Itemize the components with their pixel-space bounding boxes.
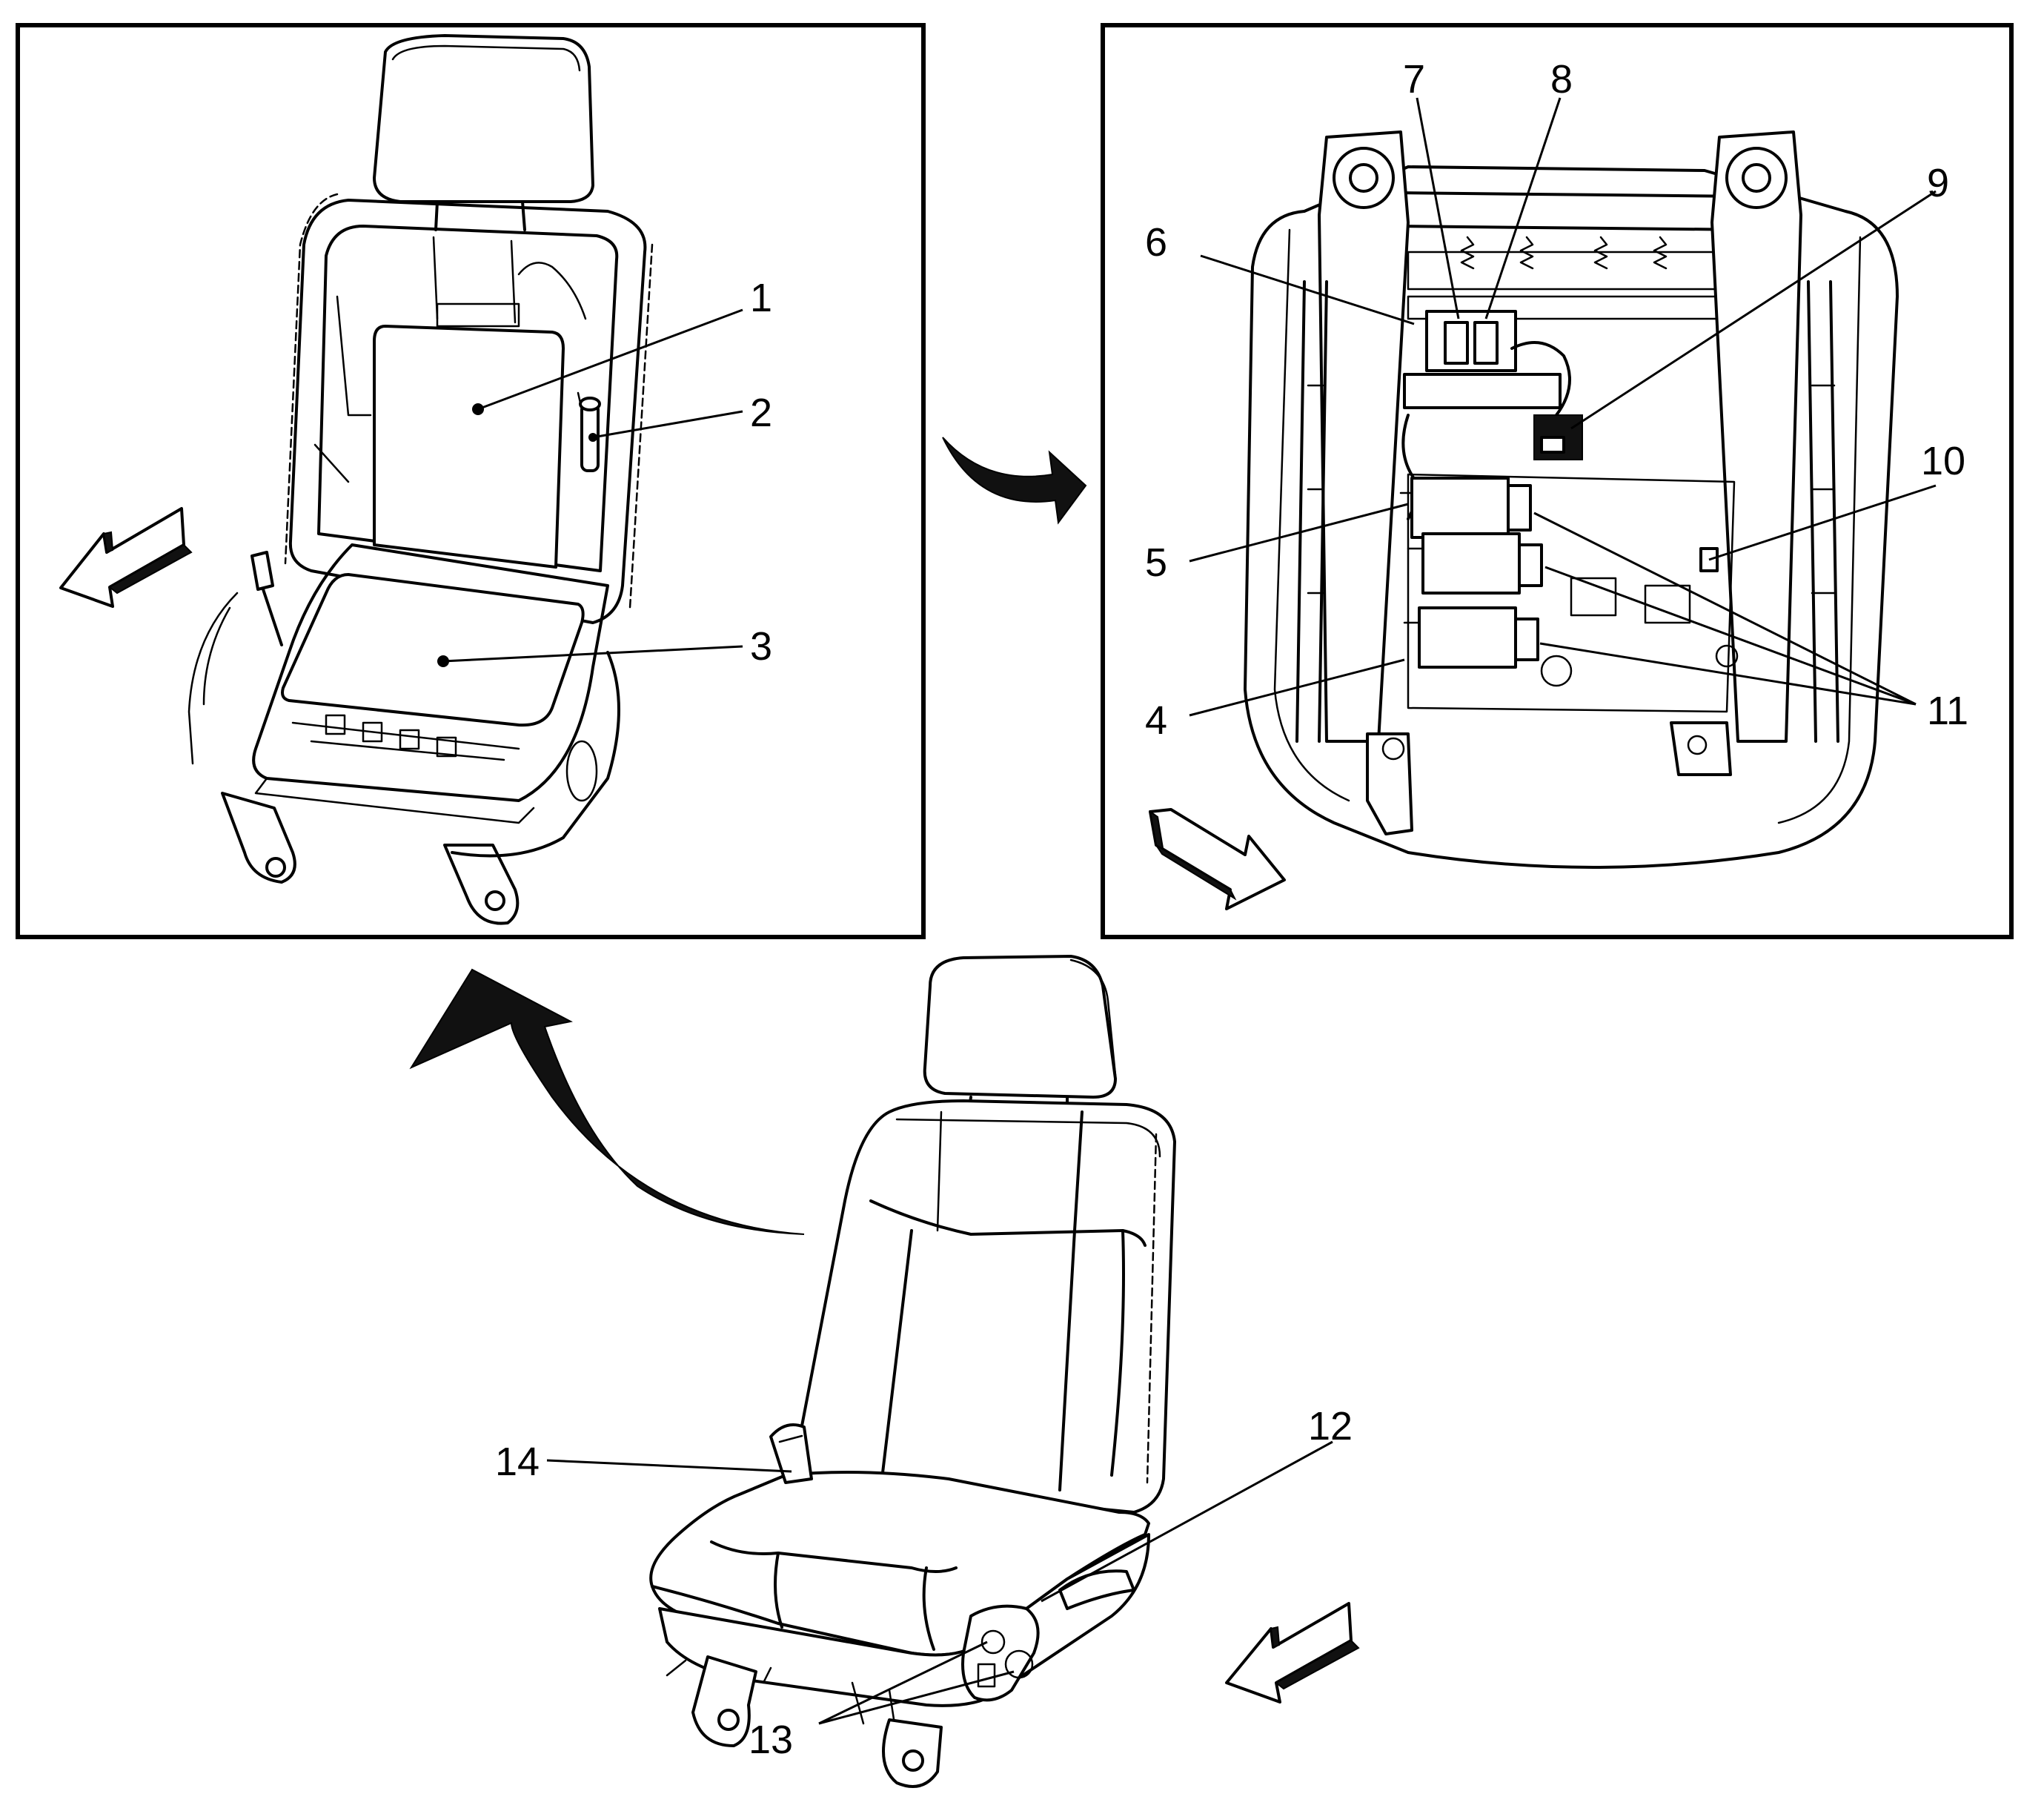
callout-8-label: 8 <box>1550 57 1573 102</box>
callout-10-leader <box>1708 484 1937 561</box>
front-direction-arrow-bottom <box>1225 1602 1360 1704</box>
right-panel-frame <box>1101 23 2014 939</box>
callout-3-label: 3 <box>750 624 772 669</box>
callout-13-leader-a <box>818 1641 988 1725</box>
callout-11-label: 11 <box>1927 689 1968 733</box>
callout-7-leader <box>1416 97 1460 320</box>
callout-11-leader-b <box>1544 566 1917 706</box>
front-direction-arrow-left: forward-direction-arrow-icon <box>59 507 193 608</box>
callout-7-label: 7 <box>1403 57 1425 102</box>
large-curved-flow-arrow <box>409 968 805 1235</box>
callout-1-label: 1 <box>750 276 772 320</box>
callout-10-label: 10 <box>1921 439 1965 483</box>
callout-4-leader <box>1189 658 1405 717</box>
callout-11-leader-c <box>1539 642 1917 706</box>
callout-1-leader <box>477 308 743 411</box>
front-direction-arrow-right <box>1149 808 1286 910</box>
callout-6-label: 6 <box>1145 220 1167 265</box>
callout-5-leader <box>1189 503 1409 563</box>
callout-13-leader-b <box>818 1670 1015 1725</box>
callout-2-leader <box>592 410 743 439</box>
callout-12-label: 12 <box>1308 1404 1353 1449</box>
callout-5-label: 5 <box>1145 540 1167 585</box>
left-detail-panel: forward-direction-arrow-icon 1 2 3 <box>16 23 926 939</box>
callout-4-label: 4 <box>1145 698 1167 743</box>
callout-9-leader <box>1570 190 1937 430</box>
callout-11-leader-a <box>1533 511 1917 706</box>
callout-14-leader <box>546 1459 792 1473</box>
callout-9-label: 9 <box>1927 161 1949 205</box>
seat-underside-drawing <box>1244 130 1899 869</box>
full-seat-view: 14 12 13 <box>495 955 1360 1788</box>
callout-2-label: 2 <box>750 391 772 435</box>
seat-frame-drawing <box>188 34 654 925</box>
callout-14-label: 14 <box>495 1440 540 1484</box>
callout-12-leader <box>1041 1440 1333 1603</box>
callout-6-leader <box>1200 254 1415 325</box>
panel-transition-arrow <box>942 437 1087 525</box>
callout-13-label: 13 <box>749 1718 793 1762</box>
right-detail-panel: 7 8 9 6 10 5 4 11 <box>1101 23 2014 939</box>
callout-3-leader <box>442 645 743 663</box>
callout-8-leader <box>1484 97 1562 320</box>
